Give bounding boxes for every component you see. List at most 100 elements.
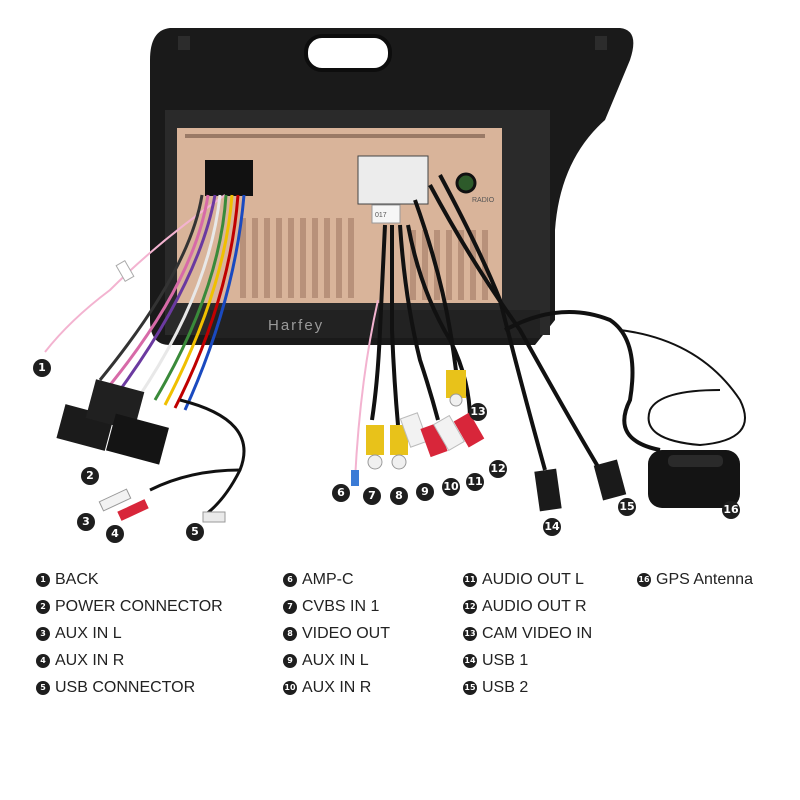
legend-label: USB CONNECTOR <box>55 678 196 696</box>
legend-number: 6 <box>283 572 297 587</box>
legend-label: AMP-C <box>302 570 354 588</box>
legend-label: AUX IN R <box>55 651 125 669</box>
radio-label: RADIO <box>472 197 495 204</box>
connector-block-center <box>357 155 429 205</box>
watermark: Harfey <box>268 317 324 334</box>
rca-plug-aux-l <box>399 412 429 448</box>
legend-number: 7 <box>283 599 297 614</box>
legend-item: 6 AMP-C <box>283 566 390 593</box>
rca-plug-audio-out-l <box>433 414 465 452</box>
bezel-handle <box>304 34 392 72</box>
legend-number: 1 <box>36 572 50 587</box>
callout-7: 7 <box>363 487 381 505</box>
legend-label: BACK <box>55 570 99 588</box>
bezel-clip-left <box>178 36 190 50</box>
legend-number: 4 <box>36 653 50 668</box>
legend-label: GPS Antenna <box>656 570 753 588</box>
callout-16: 16 <box>722 501 740 519</box>
legend-item: 8 VIDEO OUT <box>283 620 390 647</box>
gps-antenna-top <box>668 455 723 467</box>
usb-connector-small <box>202 511 226 523</box>
aux-cable <box>179 398 246 517</box>
legend-item: 13 CAM VIDEO IN <box>463 620 592 647</box>
rca-plug-cvbs-in <box>366 425 384 470</box>
legend-label: USB 1 <box>482 651 529 669</box>
usb-plug-2 <box>593 459 627 501</box>
legend-item: 3 AUX IN L <box>36 620 223 647</box>
legend-item: 12 AUDIO OUT R <box>463 593 592 620</box>
bezel-clip-right <box>595 36 607 50</box>
legend-label: POWER CONNECTOR <box>55 597 223 615</box>
callout-1: 1 <box>33 359 51 377</box>
callout-3: 3 <box>77 513 95 531</box>
radio-jack <box>455 172 477 194</box>
cable-sticker-text: 017 <box>375 212 387 219</box>
legend-number: 5 <box>36 680 50 695</box>
legend-item: 4 AUX IN R <box>36 647 223 674</box>
legend-item: 16 GPS Antenna <box>637 566 753 593</box>
head-unit-photo: RADIO 017 Harfey <box>44 28 746 523</box>
callout-9: 9 <box>416 483 434 501</box>
callout-11: 11 <box>466 473 484 491</box>
callout-8: 8 <box>390 487 408 505</box>
connector-block-left <box>205 160 253 196</box>
legend-label: AUX IN L <box>55 624 122 642</box>
legend-number: 2 <box>36 599 50 614</box>
legend-number: 13 <box>463 626 477 641</box>
legend-number: 12 <box>463 599 477 614</box>
amp-c-wire <box>354 299 379 481</box>
legend-number: 14 <box>463 653 477 668</box>
legend-item: 2 POWER CONNECTOR <box>36 593 223 620</box>
center-cables <box>370 174 661 472</box>
callout-12: 12 <box>489 460 507 478</box>
rca-plug-aux-r <box>420 422 448 458</box>
legend-number: 8 <box>283 626 297 641</box>
cable-sticker <box>371 204 401 224</box>
legend-column-4: 16 GPS Antenna <box>637 566 753 593</box>
harness-wires <box>98 194 246 411</box>
legend-label: CVBS IN 1 <box>302 597 380 615</box>
legend-label: AUDIO OUT L <box>482 570 584 588</box>
wire-tag <box>115 260 135 282</box>
legend-label: AUX IN L <box>302 651 369 669</box>
legend-number: 15 <box>463 680 477 695</box>
legend-number: 10 <box>283 680 297 695</box>
legend-item: 14 USB 1 <box>463 647 592 674</box>
legend-item: 1 BACK <box>36 566 223 593</box>
aux-cable-split <box>149 468 241 492</box>
chassis-top-holes <box>185 134 485 138</box>
legend-number: 3 <box>36 626 50 641</box>
legend-label: AUX IN R <box>302 678 372 696</box>
power-connector <box>56 379 169 465</box>
legend-item: 9 AUX IN L <box>283 647 390 674</box>
callout-4: 4 <box>106 525 124 543</box>
amp-c-tip <box>351 470 359 486</box>
callout-6: 6 <box>332 484 350 502</box>
legend-item: 15 USB 2 <box>463 674 592 701</box>
callout-5: 5 <box>186 523 204 541</box>
callout-10: 10 <box>442 478 460 496</box>
legend-label: USB 2 <box>482 678 529 696</box>
callout-15: 15 <box>618 498 636 516</box>
legend-label: AUDIO OUT R <box>482 597 587 615</box>
legend-number: 16 <box>637 572 651 587</box>
callout-13: 13 <box>469 403 487 421</box>
legend-item: 5 USB CONNECTOR <box>36 674 223 701</box>
legend-number: 9 <box>283 653 297 668</box>
legend-column-3: 11 AUDIO OUT L 12 AUDIO OUT R 13 CAM VIDEO … <box>463 566 592 701</box>
legend-column-2: 6 AMP-C 7 CVBS IN 1 8 VIDEO OUT 9 AUX IN L 1… <box>283 566 390 701</box>
legend-item: 7 CVBS IN 1 <box>283 593 390 620</box>
usb-plug-1 <box>534 468 562 512</box>
rca-plug-audio-out-r <box>453 412 485 448</box>
gps-cable <box>619 329 746 447</box>
legend-number: 11 <box>463 572 477 587</box>
rca-plug-video-out <box>390 425 408 470</box>
legend-column-1: 1 BACK 2 POWER CONNECTOR 3 AUX IN L 4 AUX IN… <box>36 566 223 701</box>
legend-item: 10 AUX IN R <box>283 674 390 701</box>
callout-2: 2 <box>81 467 99 485</box>
rca-plug-cam-video-in <box>446 370 466 407</box>
legend-label: VIDEO OUT <box>302 624 391 642</box>
legend-label: CAM VIDEO IN <box>482 624 593 642</box>
pink-wire <box>44 194 226 353</box>
